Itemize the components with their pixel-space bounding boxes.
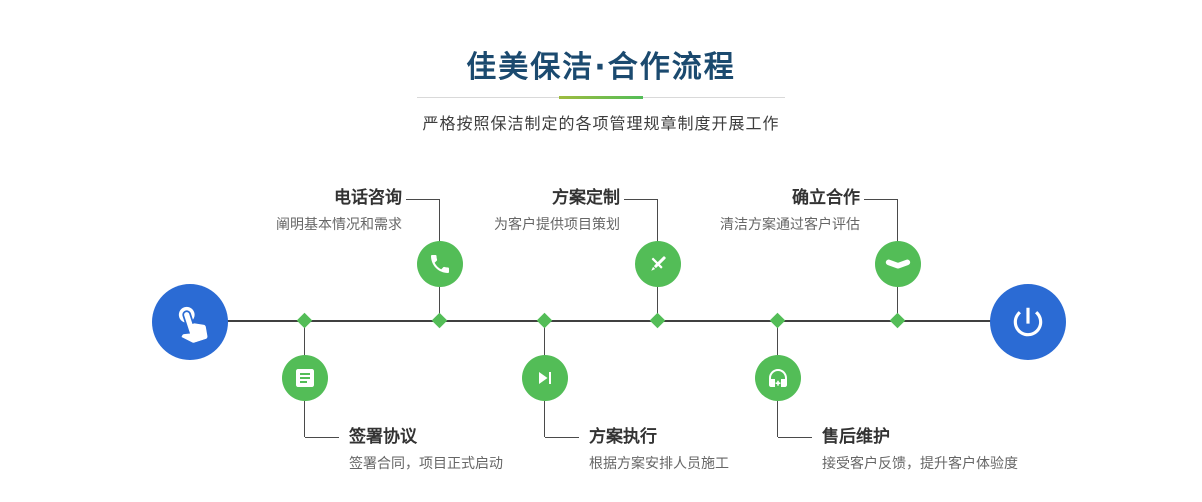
step-aftersale-text: 售后维护 接受客户反馈，提升客户体验度: [822, 426, 1018, 473]
design-icon: [651, 256, 666, 271]
step-execute-node: [522, 355, 568, 401]
step-title: 方案执行: [589, 427, 657, 447]
connector-line: [777, 401, 778, 437]
divider-accent: [559, 96, 643, 99]
connector-line: [777, 322, 778, 355]
step-desc: 阐明基本情况和需求: [276, 217, 402, 233]
connector-line: [406, 199, 440, 200]
step-plan-text: 方案定制 为客户提供项目策划: [494, 187, 620, 234]
step-title: 确立合作: [792, 188, 860, 208]
step-cooperate-node: [875, 241, 921, 287]
page-title: 佳美保洁·合作流程: [466, 50, 736, 85]
connector-line: [439, 200, 440, 242]
timeline-node-diamond: [649, 312, 666, 329]
connector-line: [897, 200, 898, 242]
step-title: 签署协议: [349, 427, 417, 447]
connector-line: [439, 287, 440, 321]
timeline-node-diamond: [889, 312, 906, 329]
step-phone-node: [417, 241, 463, 287]
step-phone-text: 电话咨询 阐明基本情况和需求: [276, 187, 402, 234]
timeline-node-diamond: [431, 312, 448, 329]
timeline-node-diamond: [769, 312, 786, 329]
step-title: 售后维护: [822, 427, 890, 447]
connector-line: [657, 287, 658, 321]
step-desc: 为客户提供项目策划: [494, 217, 620, 233]
connector-line: [305, 437, 339, 438]
connector-line: [624, 199, 658, 200]
step-aftersale-node: [755, 355, 801, 401]
connector-line: [897, 287, 898, 321]
connector-line: [544, 401, 545, 437]
step-title: 方案定制: [552, 188, 620, 208]
step-title: 电话咨询: [334, 188, 402, 208]
timeline-node-diamond: [296, 312, 313, 329]
end-node: [990, 284, 1066, 360]
handshake-icon: [885, 259, 911, 269]
connector-line: [304, 322, 305, 355]
connector-line: [864, 199, 898, 200]
page-subtitle: 严格按照保洁制定的各项管理规章制度开展工作: [422, 114, 780, 133]
power-icon: [1013, 307, 1043, 337]
connector-line: [778, 437, 812, 438]
step-desc: 签署合同，项目正式启动: [349, 456, 503, 472]
headset-icon: [769, 369, 787, 387]
connector-line: [544, 322, 545, 355]
connector-line: [657, 200, 658, 242]
step-desc: 根据方案安排人员施工: [589, 456, 729, 472]
start-node: [152, 284, 228, 360]
phone-icon: [431, 255, 449, 273]
step-execute-text: 方案执行 根据方案安排人员施工: [589, 426, 729, 473]
pointing-hand-icon: [178, 306, 208, 343]
step-plan-node: [635, 241, 681, 287]
step-sign-node: [282, 355, 328, 401]
step-cooperate-text: 确立合作 清洁方案通过客户评估: [720, 187, 860, 234]
step-desc: 清洁方案通过客户评估: [720, 217, 860, 233]
title-divider: [417, 96, 785, 99]
step-desc: 接受客户反馈，提升客户体验度: [822, 456, 1018, 472]
connector-line: [545, 437, 579, 438]
play-icon: [539, 372, 551, 384]
timeline-line: [190, 320, 1028, 322]
timeline-node-diamond: [536, 312, 553, 329]
document-icon: [296, 369, 314, 387]
connector-line: [304, 401, 305, 437]
step-sign-text: 签署协议 签署合同，项目正式启动: [349, 426, 503, 473]
